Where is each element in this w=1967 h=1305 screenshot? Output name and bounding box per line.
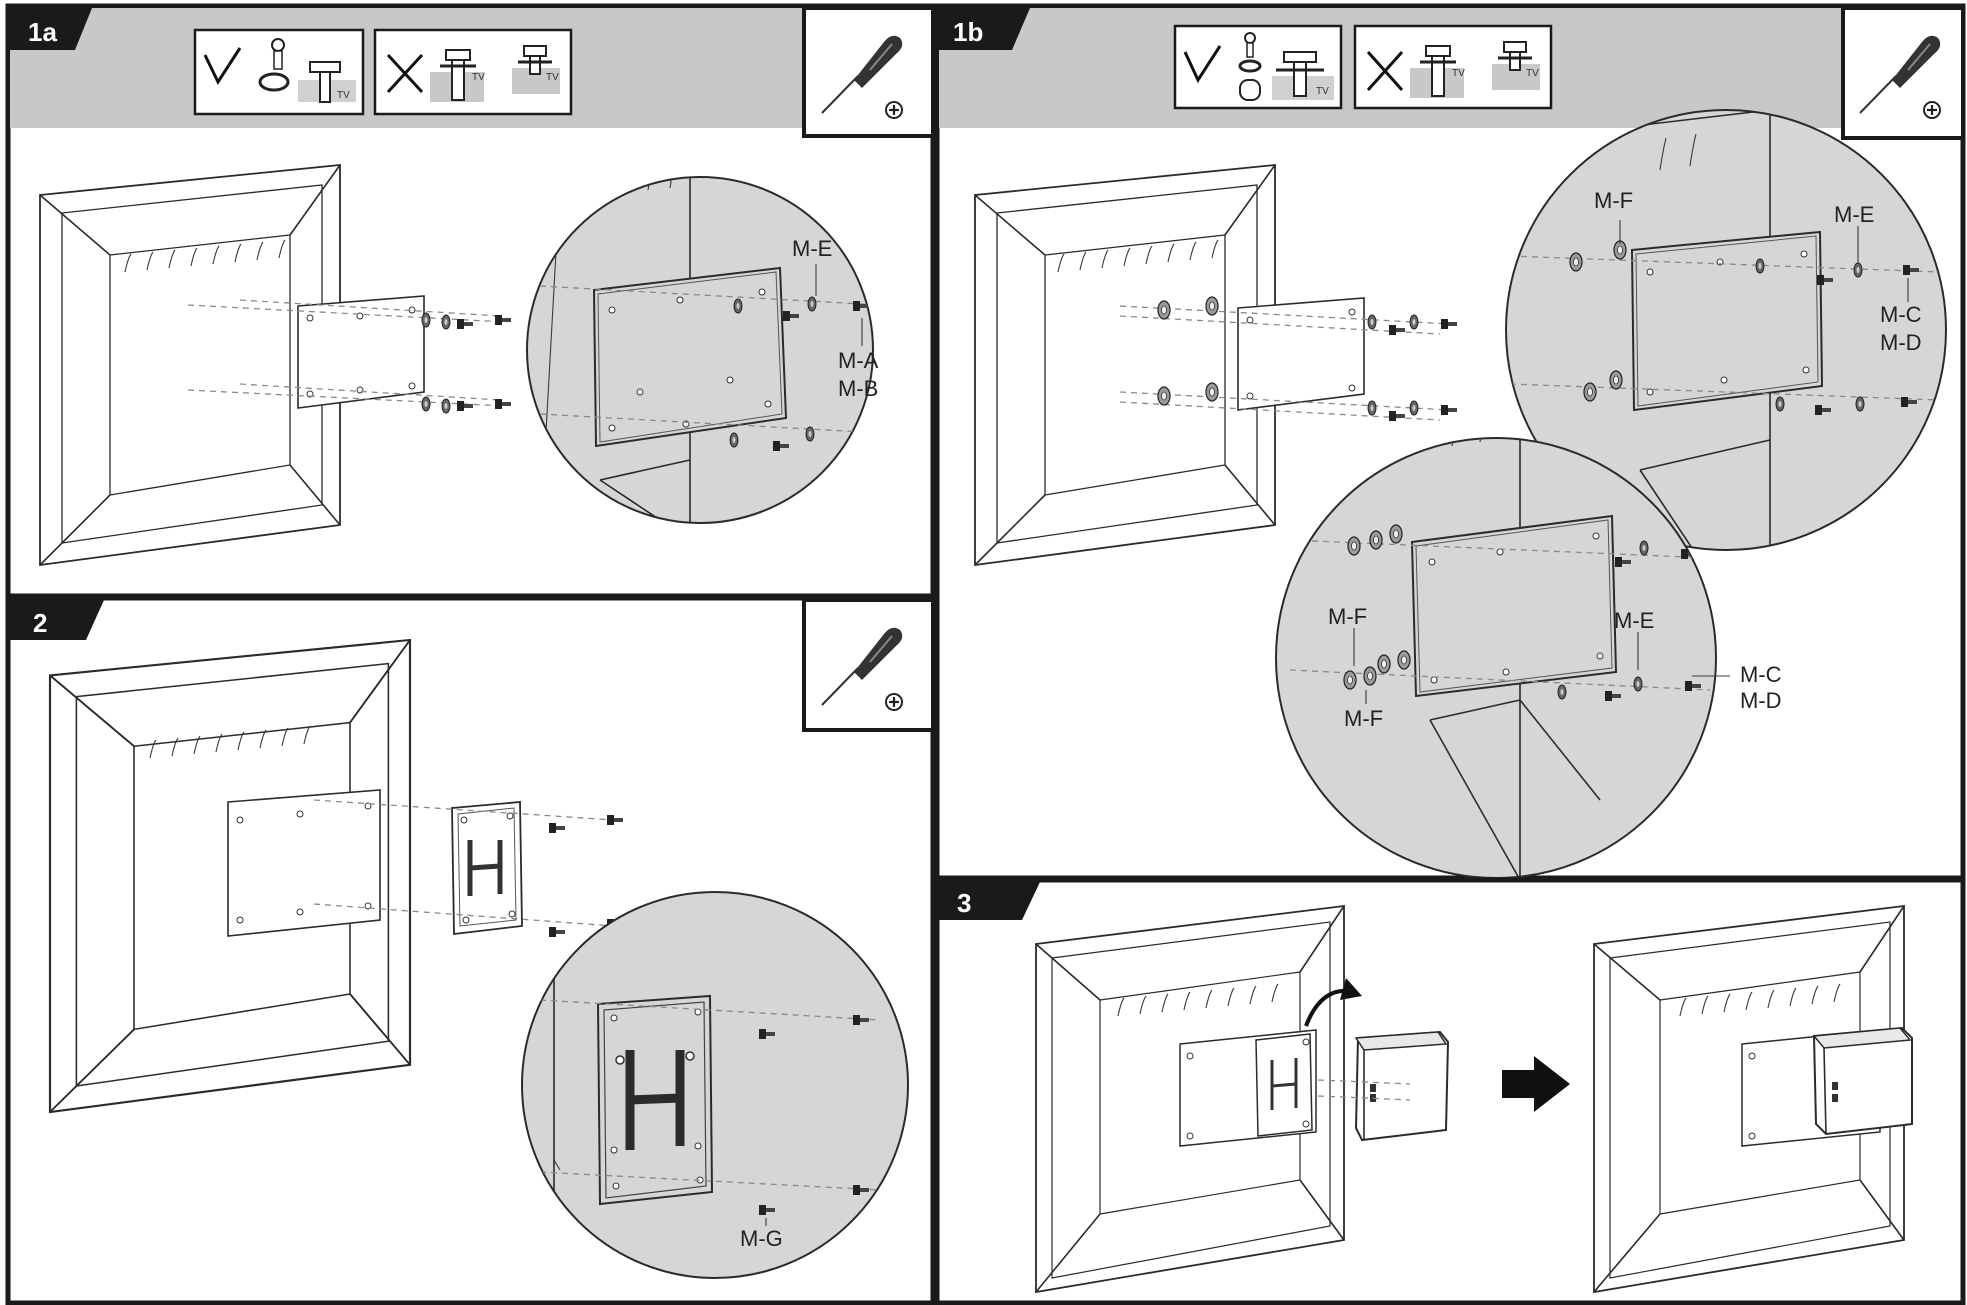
tv-marking: TV (546, 72, 559, 83)
tv-marking: TV (337, 90, 350, 101)
cross-icon (386, 53, 424, 94)
incorrect-usage-box: TV TV (373, 28, 573, 116)
screw-too-long-icon: TV (430, 49, 485, 102)
screw-washer-icon: TV (258, 38, 356, 103)
tv-marking: TV (1526, 68, 1539, 79)
screw-too-short-icon: TV (512, 45, 560, 94)
tv-back-1b (974, 164, 1276, 566)
zoom-detail-1b-lower: M-F M-F M-E M-C M-D (1275, 437, 1782, 879)
check-icon (1183, 45, 1222, 84)
part-label-m-d: M-D (1880, 330, 1922, 355)
step-label-1b: 1b (953, 17, 983, 47)
part-label-m-f: M-F (1594, 188, 1633, 213)
panel-2: 2 (5, 595, 936, 1305)
mini-pc-box-before (1317, 1030, 1450, 1142)
incorrect-usage-box-1b: TV TV (1353, 24, 1553, 110)
screw-too-short-icon: TV (1492, 41, 1540, 90)
part-label-m-c: M-C (1880, 302, 1922, 327)
step-label-3: 3 (957, 888, 971, 918)
cross-icon (1366, 50, 1404, 92)
panel-3: 3 (934, 877, 1966, 1305)
mount-bracket-2 (451, 801, 523, 936)
part-label-m-f: M-F (1328, 604, 1367, 629)
mini-pc-box-mounted (1812, 1026, 1913, 1136)
tool-box-1a (802, 6, 935, 138)
vesa-plate-2 (227, 789, 381, 937)
assembly-lines-1a (187, 299, 511, 414)
tool-box-2 (802, 598, 935, 732)
part-label-m-e: M-E (1614, 608, 1654, 633)
step-tab-1b (937, 8, 1030, 50)
part-label-m-f: M-F (1344, 706, 1383, 731)
vesa-plate-1b (1237, 297, 1365, 411)
tv-marking: TV (1316, 86, 1329, 97)
screw-too-long-icon: TV (1410, 45, 1465, 98)
part-label-m-d: M-D (1740, 688, 1782, 713)
screw-washer-spacer-icon: TV (1238, 32, 1334, 101)
tv-marking: TV (472, 72, 485, 83)
step-tab-2 (8, 600, 104, 640)
vesa-plate-1a (297, 295, 425, 409)
tv-back-1a (39, 164, 341, 566)
zoom-detail-1a: M-E M-A M-B (526, 176, 879, 524)
panel-1b: 1b TV (934, 3, 1966, 881)
step-tab-3 (937, 882, 1040, 920)
correct-usage-box-1b: TV (1173, 24, 1343, 110)
assembly-lines-1b (1119, 296, 1457, 421)
step-label-2: 2 (33, 608, 47, 638)
tv-marking: TV (1452, 68, 1465, 79)
zoom-detail-2: M-G (521, 891, 909, 1279)
step-tab-1a (8, 8, 92, 50)
check-icon (203, 47, 242, 86)
step-label-1a: 1a (28, 17, 57, 47)
part-label-m-e: M-E (792, 236, 832, 261)
part-label-m-a: M-A (838, 348, 879, 373)
right-arrow-icon (1502, 1056, 1570, 1112)
part-label-m-b: M-B (838, 376, 878, 401)
part-label-m-e: M-E (1834, 202, 1874, 227)
panel-1a: 1a TV (5, 3, 936, 599)
part-label-m-c: M-C (1740, 662, 1782, 687)
tool-box-1b (1841, 6, 1965, 140)
part-label-m-g: M-G (740, 1226, 783, 1251)
zoom-detail-1b-top: M-F M-E M-C M-D (1505, 109, 1947, 551)
tv-back-3-before (1035, 904, 1345, 1294)
correct-usage-box: TV (193, 28, 365, 116)
